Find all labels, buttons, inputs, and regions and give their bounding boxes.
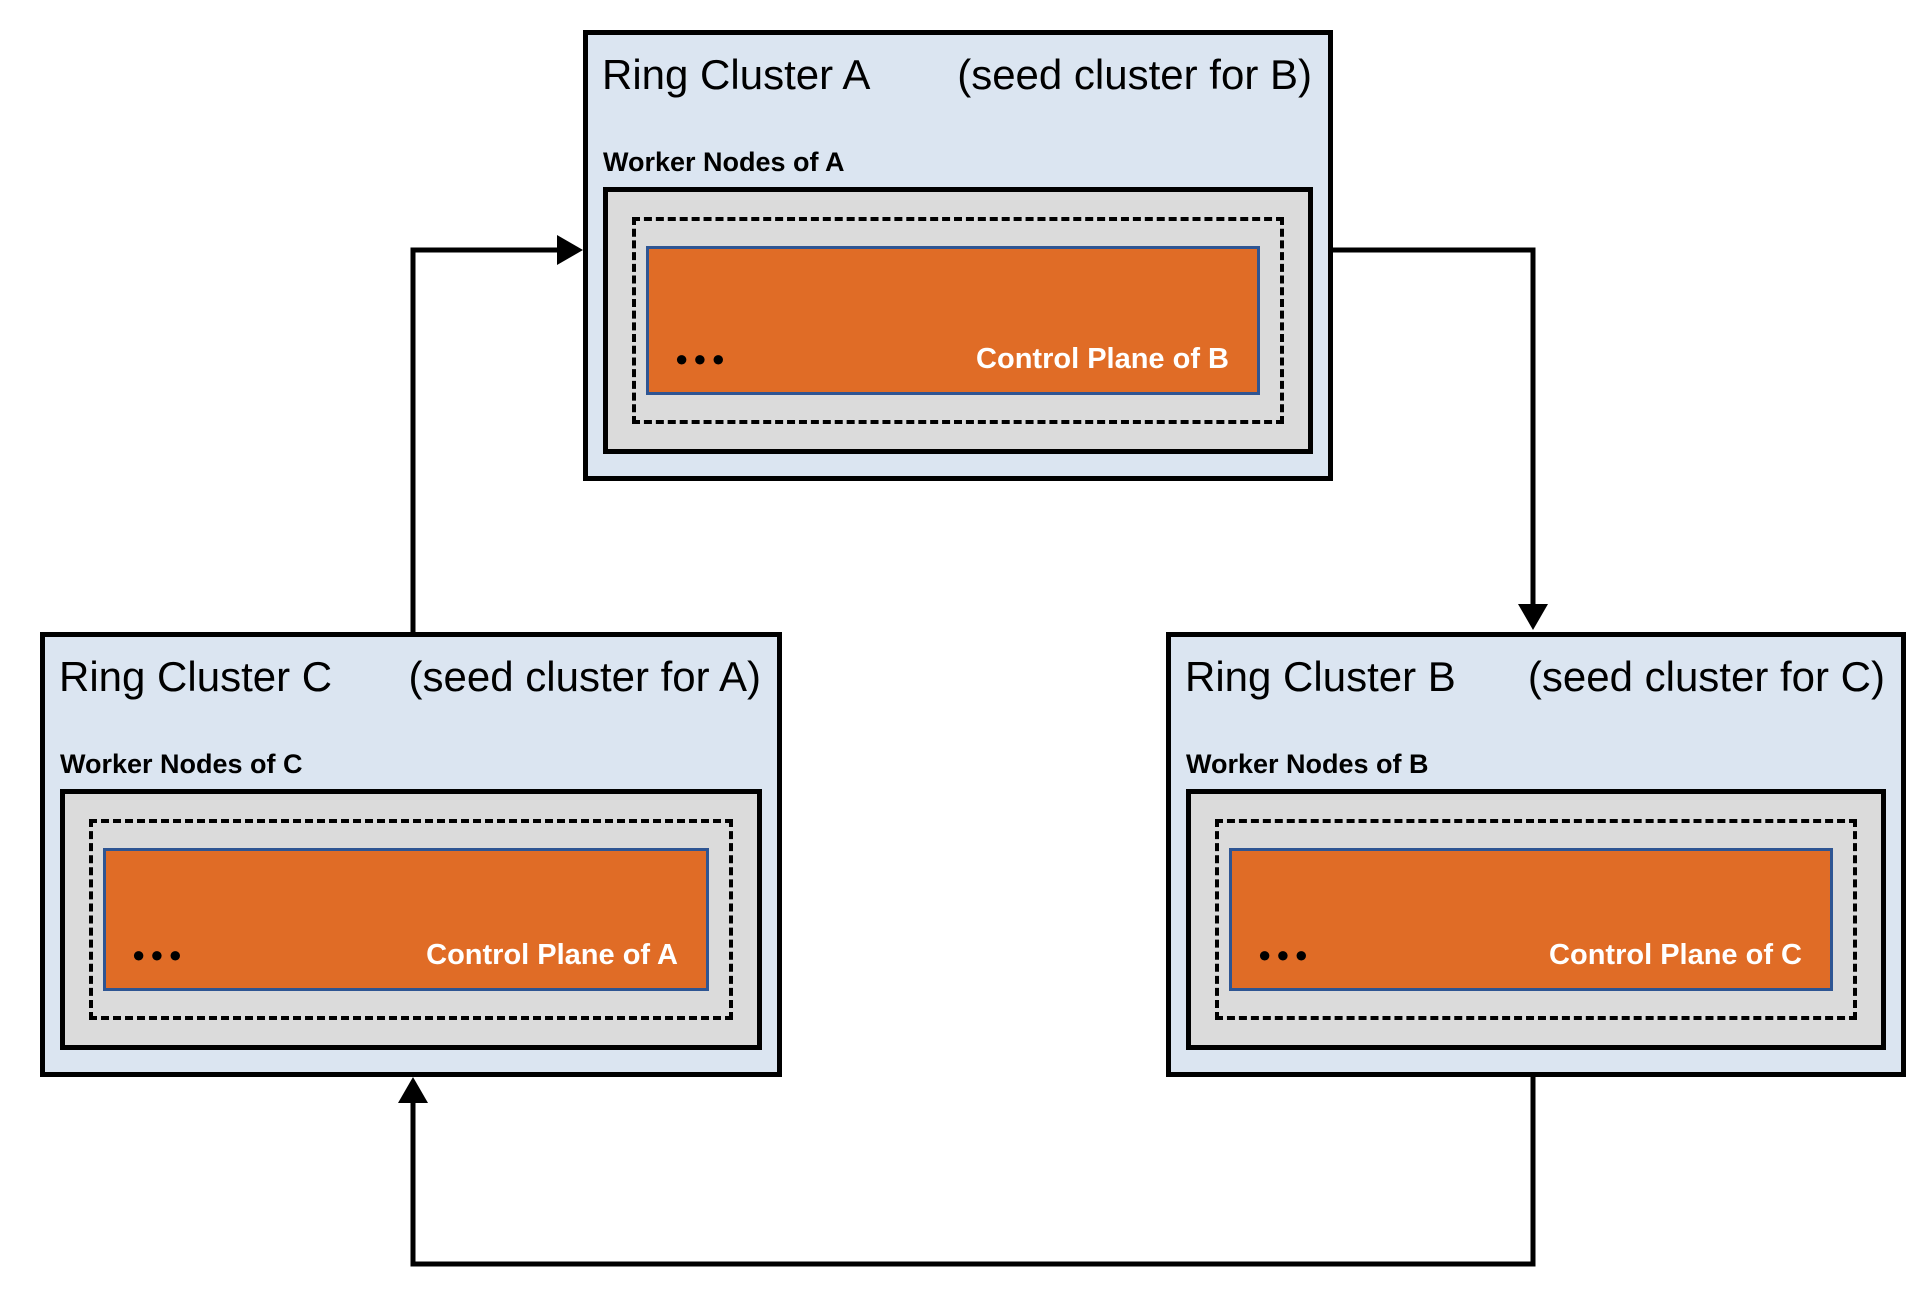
cluster-a-dashed-boundary	[632, 217, 1284, 424]
cluster-a-worker-nodes-box: ●●● Control Plane of B	[603, 187, 1313, 454]
cluster-b-title-row: Ring Cluster B (seed cluster for C)	[1171, 637, 1901, 701]
cluster-c-worker-nodes-label: Worker Nodes of C	[60, 749, 303, 779]
cluster-a-title-row: Ring Cluster A (seed cluster for B)	[588, 35, 1328, 99]
cluster-a-seed-note: (seed cluster for B)	[957, 51, 1312, 98]
ellipsis-dots-icon: ●●●	[1258, 942, 1313, 967]
cluster-b-worker-nodes-label: Worker Nodes of B	[1186, 749, 1429, 779]
ellipsis-dots-icon: ●●●	[675, 346, 730, 371]
cluster-b: Ring Cluster B (seed cluster for C) Work…	[1166, 632, 1906, 1077]
arrowhead-right-icon	[557, 235, 583, 265]
connector-b-to-c	[410, 1077, 1536, 1267]
cluster-c-seed-note: (seed cluster for A)	[408, 653, 761, 700]
cluster-c-name: Ring Cluster C	[59, 653, 333, 700]
cluster-b-control-plane-label: Control Plane of C	[1549, 939, 1802, 971]
ellipsis-dots-icon: ●●●	[132, 942, 187, 967]
cluster-b-name: Ring Cluster B	[1185, 653, 1456, 700]
arrowhead-down-icon	[1518, 604, 1548, 630]
cluster-c-worker-nodes-box: ●●● Control Plane of A	[60, 789, 762, 1050]
cluster-c-dashed-boundary	[89, 819, 733, 1020]
cluster-b-seed-note: (seed cluster for C)	[1527, 653, 1885, 700]
cluster-a-worker-nodes-label: Worker Nodes of A	[603, 147, 845, 177]
arrowhead-up-icon	[398, 1077, 428, 1103]
cluster-c: Ring Cluster C (seed cluster for A) Work…	[40, 632, 782, 1077]
connector-a-to-b	[1332, 247, 1536, 604]
cluster-a-control-plane-box: ●●● Control Plane of B	[646, 246, 1260, 395]
cluster-a-control-plane-label: Control Plane of B	[976, 343, 1229, 375]
cluster-b-control-plane-box: ●●● Control Plane of C	[1229, 848, 1833, 991]
cluster-b-worker-nodes-box: ●●● Control Plane of C	[1186, 789, 1886, 1050]
cluster-a-name: Ring Cluster A	[602, 51, 871, 98]
connector-c-to-a	[410, 247, 559, 632]
cluster-c-control-plane-label: Control Plane of A	[426, 939, 678, 971]
cluster-c-title-row: Ring Cluster C (seed cluster for A)	[45, 637, 777, 701]
cluster-c-control-plane-box: ●●● Control Plane of A	[103, 848, 709, 991]
cluster-a: Ring Cluster A (seed cluster for B) Work…	[583, 30, 1333, 481]
cluster-b-dashed-boundary	[1215, 819, 1857, 1020]
